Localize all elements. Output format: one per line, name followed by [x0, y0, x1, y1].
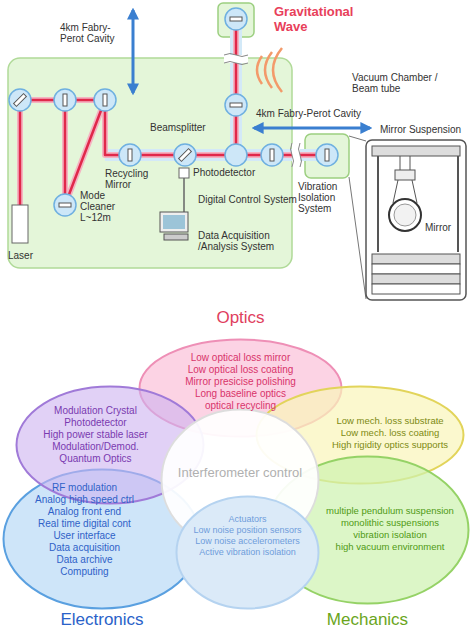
item-text: multiple pendulum suspension	[320, 505, 460, 517]
beam-tube	[105, 19, 330, 155]
annotation-label: Mirror	[425, 222, 461, 233]
text-block: RF modulationAnalog high speed ctrlAnalo…	[17, 482, 152, 578]
annotation-label: Digital Control System	[198, 194, 298, 205]
item-text: Modulation/Demod.	[33, 441, 158, 453]
annotation-label: Vibration Isolation System	[298, 181, 344, 214]
annotation-label: 4km Fabry-Perot Cavity	[60, 22, 122, 44]
group-heading: Optics	[138, 308, 343, 328]
annotation-label: Gravitational Wave	[274, 4, 374, 34]
item-text: Mirror presicise polishing	[138, 376, 343, 388]
item-text: Actuators	[175, 514, 320, 525]
annotation-label: Data Acquisition /Analysis System	[198, 230, 290, 252]
length-arrow	[254, 127, 370, 130]
annotation-label: 4km Fabry-Perot Cavity	[256, 108, 406, 119]
group-heading: Electronics	[2, 610, 202, 630]
annotation-label: Mirror Suspension	[380, 124, 472, 135]
annotation-label: Photodetector	[193, 167, 273, 178]
vacuum-building	[8, 58, 292, 268]
computer-icon	[160, 212, 188, 240]
item-text: Analog high speed ctrl	[17, 494, 152, 506]
wave-arcs	[257, 48, 282, 92]
item-text: High power stable laser	[33, 429, 158, 441]
item-text: monolithic suspensions	[320, 517, 460, 529]
item-text: vibration isolation	[320, 529, 460, 541]
annotation-label: Recycling Mirror	[105, 168, 157, 190]
item-text: Analog front end	[17, 506, 152, 518]
item-text: RF modulation	[17, 482, 152, 494]
signal-wire	[183, 178, 185, 212]
item-text: Quantum Optics	[33, 453, 158, 465]
item-text: Low mech. loss coating	[320, 427, 460, 439]
item-text: Long baseline optics	[138, 388, 343, 400]
item-text: Modulation Crystal	[33, 405, 158, 417]
laser-box	[12, 205, 28, 243]
item-text: Data archive	[17, 554, 152, 566]
text-block: Modulation CrystalPhotodetectorHigh powe…	[33, 405, 158, 465]
item-text: Low mech. loss substrate	[320, 415, 460, 427]
annotation-label: Vacuum Chamber / Beam tube	[352, 72, 447, 94]
text-block: multiple pendulum suspensionmonolithic s…	[320, 505, 460, 553]
annotation-label: Beamsplitter	[150, 122, 220, 133]
item-text: High rigidity optics supports	[320, 439, 460, 451]
leader-line	[349, 136, 366, 299]
group-heading: Mechanics	[265, 610, 470, 630]
item-text: Low noise accelerometers	[175, 536, 320, 547]
annotation-label: Laser	[8, 250, 48, 261]
item-text: optical recycling	[138, 400, 343, 412]
item-text: Computing	[17, 566, 152, 578]
text-block: Low mech. loss substrateLow mech. loss c…	[320, 415, 460, 451]
item-text: Data acquisition	[17, 542, 152, 554]
item-text: Active vibration isolation	[175, 547, 320, 558]
photodetector-box	[179, 168, 189, 178]
annotation-label: Mode Cleaner L~12m	[80, 190, 125, 223]
item-text: Low noise position sensors	[175, 525, 320, 536]
length-arrow	[132, 10, 135, 93]
item-text: Real time digital cont	[17, 518, 152, 530]
item-text: Photodetector	[33, 417, 158, 429]
text-block: ActuatorsLow noise position sensorsLow n…	[175, 514, 320, 558]
topic-ellipse: ActuatorsLow noise position sensorsLow n…	[175, 495, 320, 610]
text-block: Low optical loss mirrorLow optical loss …	[138, 352, 343, 412]
item-text: Low optical loss coating	[138, 364, 343, 376]
item-text: high vacuum environment	[320, 541, 460, 553]
item-text: User interface	[17, 530, 152, 542]
item-text: Low optical loss mirror	[138, 352, 343, 364]
text-block: Interferometer control	[160, 465, 320, 481]
suspension-illustration	[366, 140, 466, 300]
item-text: Interferometer control	[160, 465, 320, 481]
